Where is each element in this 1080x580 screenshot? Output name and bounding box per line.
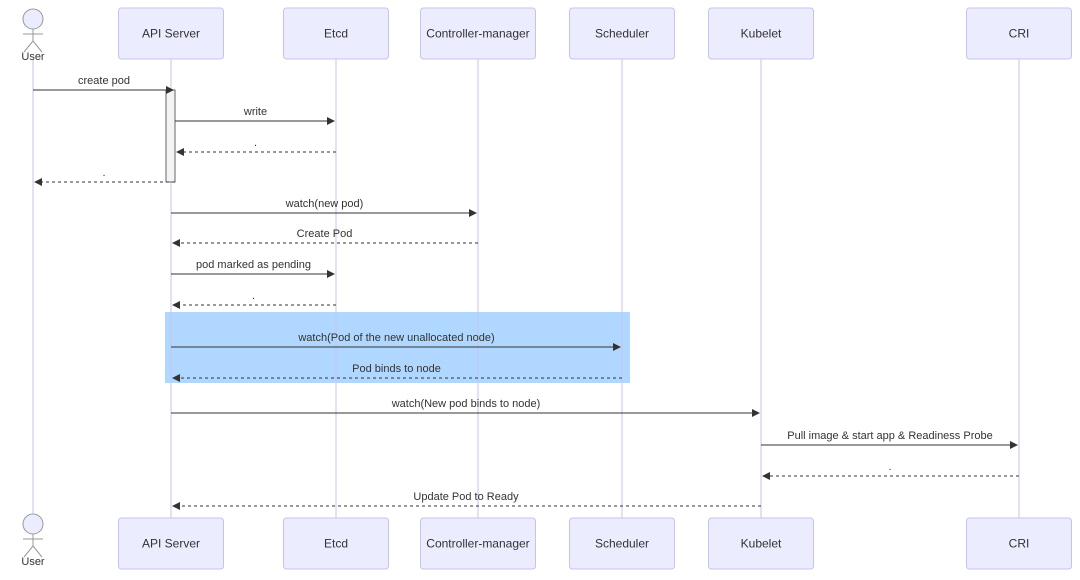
message-2: . [176, 137, 336, 156]
participant-box [569, 517, 675, 570]
participant-etcd-bottom: Etcd [283, 517, 389, 570]
participant-box [966, 7, 1072, 60]
participant-label: User [21, 556, 45, 568]
actor-user-top: User [21, 8, 45, 63]
participant-sched-bottom: Scheduler [569, 517, 675, 570]
participant-etcd-top: Etcd [283, 7, 389, 60]
participant-box [118, 7, 224, 60]
participant-cri-bottom: CRI [966, 517, 1072, 570]
participant-label: User [21, 51, 45, 63]
participant-api-top: API Server [118, 7, 224, 60]
participant-label: Controller-manager [426, 27, 529, 41]
participant-label: CRI [1009, 27, 1030, 41]
participant-box [283, 517, 389, 570]
message-label: . [252, 290, 255, 302]
message-7: . [172, 290, 336, 309]
participant-box [966, 517, 1072, 570]
message-label: watch(new pod) [285, 198, 364, 210]
participant-label: Scheduler [595, 537, 649, 551]
message-label: create pod [78, 75, 130, 87]
participant-box [118, 517, 224, 570]
message-label: write [243, 106, 267, 118]
actor-leg-right [32, 40, 43, 53]
message-label: Update Pod to Ready [413, 491, 519, 503]
participant-sched-top: Scheduler [569, 7, 675, 60]
activation-bar [165, 89, 176, 183]
message-label: . [102, 167, 105, 179]
participant-label: API Server [142, 537, 200, 551]
actor-user-bottom: User [21, 513, 45, 568]
actor-head-icon [22, 8, 44, 30]
participant-api-bottom: API Server [118, 517, 224, 570]
participant-label: Kubelet [741, 27, 782, 41]
participant-cri-top: CRI [966, 7, 1072, 60]
participant-cm-top: Controller-manager [420, 7, 536, 60]
participant-kubelet-bottom: Kubelet [708, 517, 814, 570]
participant-box [283, 7, 389, 60]
message-10: watch(New pod binds to node) [171, 398, 760, 417]
message-label: . [254, 137, 257, 149]
participant-label: Scheduler [595, 27, 649, 41]
participant-label: CRI [1009, 537, 1030, 551]
participant-label: Etcd [324, 27, 348, 41]
message-label: Create Pod [297, 228, 353, 240]
message-3: . [34, 167, 175, 186]
message-13: Update Pod to Ready [172, 491, 761, 510]
actor-leg-right [32, 545, 43, 558]
participant-box [420, 517, 536, 570]
message-6: pod marked as pending [171, 259, 335, 278]
message-12: . [762, 461, 1019, 480]
participant-box [420, 7, 536, 60]
message-label: . [888, 461, 891, 473]
message-11: Pull image & start app & Readiness Probe [761, 430, 1018, 449]
participant-box [708, 517, 814, 570]
participant-cm-bottom: Controller-manager [420, 517, 536, 570]
message-0: create pod [33, 75, 174, 94]
message-label: pod marked as pending [196, 259, 311, 271]
participant-label: Etcd [324, 537, 348, 551]
actor-head-icon [22, 513, 44, 535]
actor-leg-left [23, 40, 34, 53]
message-1: write [175, 106, 335, 125]
participant-label: API Server [142, 27, 200, 41]
participant-label: Kubelet [741, 537, 782, 551]
actor-leg-left [23, 545, 34, 558]
message-5: Create Pod [172, 228, 478, 247]
message-label: Pod binds to node [352, 363, 441, 375]
message-9: Pod binds to node [172, 363, 622, 382]
message-label: Pull image & start app & Readiness Probe [787, 430, 992, 442]
participant-label: Controller-manager [426, 537, 529, 551]
message-label: watch(New pod binds to node) [391, 398, 541, 410]
message-label: watch(Pod of the new unallocated node) [297, 332, 494, 344]
participant-box [569, 7, 675, 60]
participant-kubelet-top: Kubelet [708, 7, 814, 60]
message-4: watch(new pod) [171, 198, 477, 217]
message-8: watch(Pod of the new unallocated node) [171, 332, 621, 351]
participant-box [708, 7, 814, 60]
